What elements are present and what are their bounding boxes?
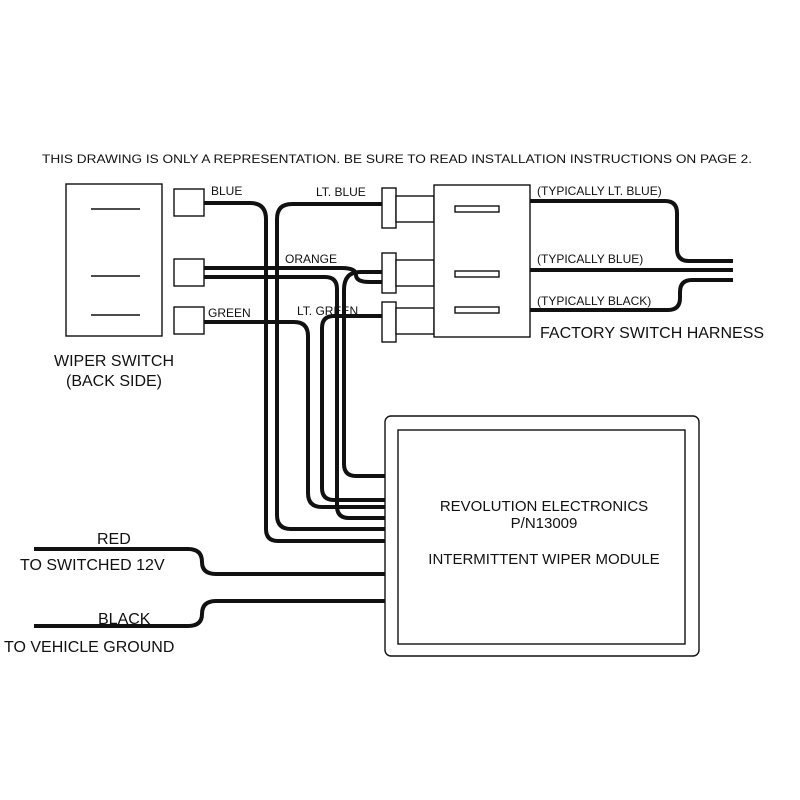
green-wire bbox=[204, 320, 385, 509]
switched-12v-label: TO SWITCHED 12V bbox=[20, 557, 165, 574]
installation-notice: THIS DRAWING IS ONLY A REPRESENTATION. B… bbox=[42, 152, 752, 166]
wiper-switch-label: WIPER SWITCH bbox=[54, 353, 174, 370]
orange-harness-wire bbox=[342, 270, 385, 478]
module-part-number: P/N13009 bbox=[511, 515, 578, 532]
orange-wire-a bbox=[204, 266, 382, 284]
typically-lt-blue-label: (TYPICALLY LT. BLUE) bbox=[537, 184, 662, 198]
orange-wire-label: ORANGE bbox=[285, 252, 337, 266]
wiper-switch bbox=[65, 183, 163, 337]
factory-black-wire bbox=[530, 278, 733, 312]
wiper-module bbox=[384, 415, 700, 657]
vehicle-ground-label: TO VEHICLE GROUND bbox=[4, 639, 174, 656]
blue-wire bbox=[204, 201, 385, 543]
harness-lt-green-plug bbox=[381, 301, 435, 343]
green-wire-label: GREEN bbox=[208, 306, 251, 320]
switch-blue-terminal bbox=[173, 188, 205, 217]
black-ground-wire bbox=[34, 599, 385, 628]
switch-green-terminal bbox=[173, 306, 205, 335]
lt-blue-wire-label: LT. BLUE bbox=[316, 185, 366, 199]
wiper-switch-sublabel: (BACK SIDE) bbox=[66, 373, 162, 390]
factory-lt-blue-wire bbox=[530, 199, 733, 263]
blue-wire-label: BLUE bbox=[211, 184, 242, 198]
harness-orange-plug bbox=[381, 252, 435, 294]
module-name: INTERMITTENT WIPER MODULE bbox=[428, 551, 659, 568]
lt-blue-wire bbox=[275, 202, 385, 531]
lt-green-wire bbox=[320, 314, 385, 502]
typically-black-label: (TYPICALLY BLACK) bbox=[537, 294, 651, 308]
red-power-wire bbox=[34, 547, 385, 576]
red-wire-label: RED bbox=[97, 531, 131, 548]
harness-lt-blue-plug bbox=[381, 187, 435, 229]
orange-wire-b bbox=[204, 275, 385, 520]
switch-orange-terminal bbox=[173, 258, 205, 287]
factory-harness-label: FACTORY SWITCH HARNESS bbox=[540, 325, 764, 342]
black-wire-label: BLACK bbox=[98, 611, 151, 628]
factory-switch-harness bbox=[433, 184, 531, 338]
module-manufacturer: REVOLUTION ELECTRONICS bbox=[440, 498, 648, 515]
typically-blue-label: (TYPICALLY BLUE) bbox=[537, 252, 643, 266]
